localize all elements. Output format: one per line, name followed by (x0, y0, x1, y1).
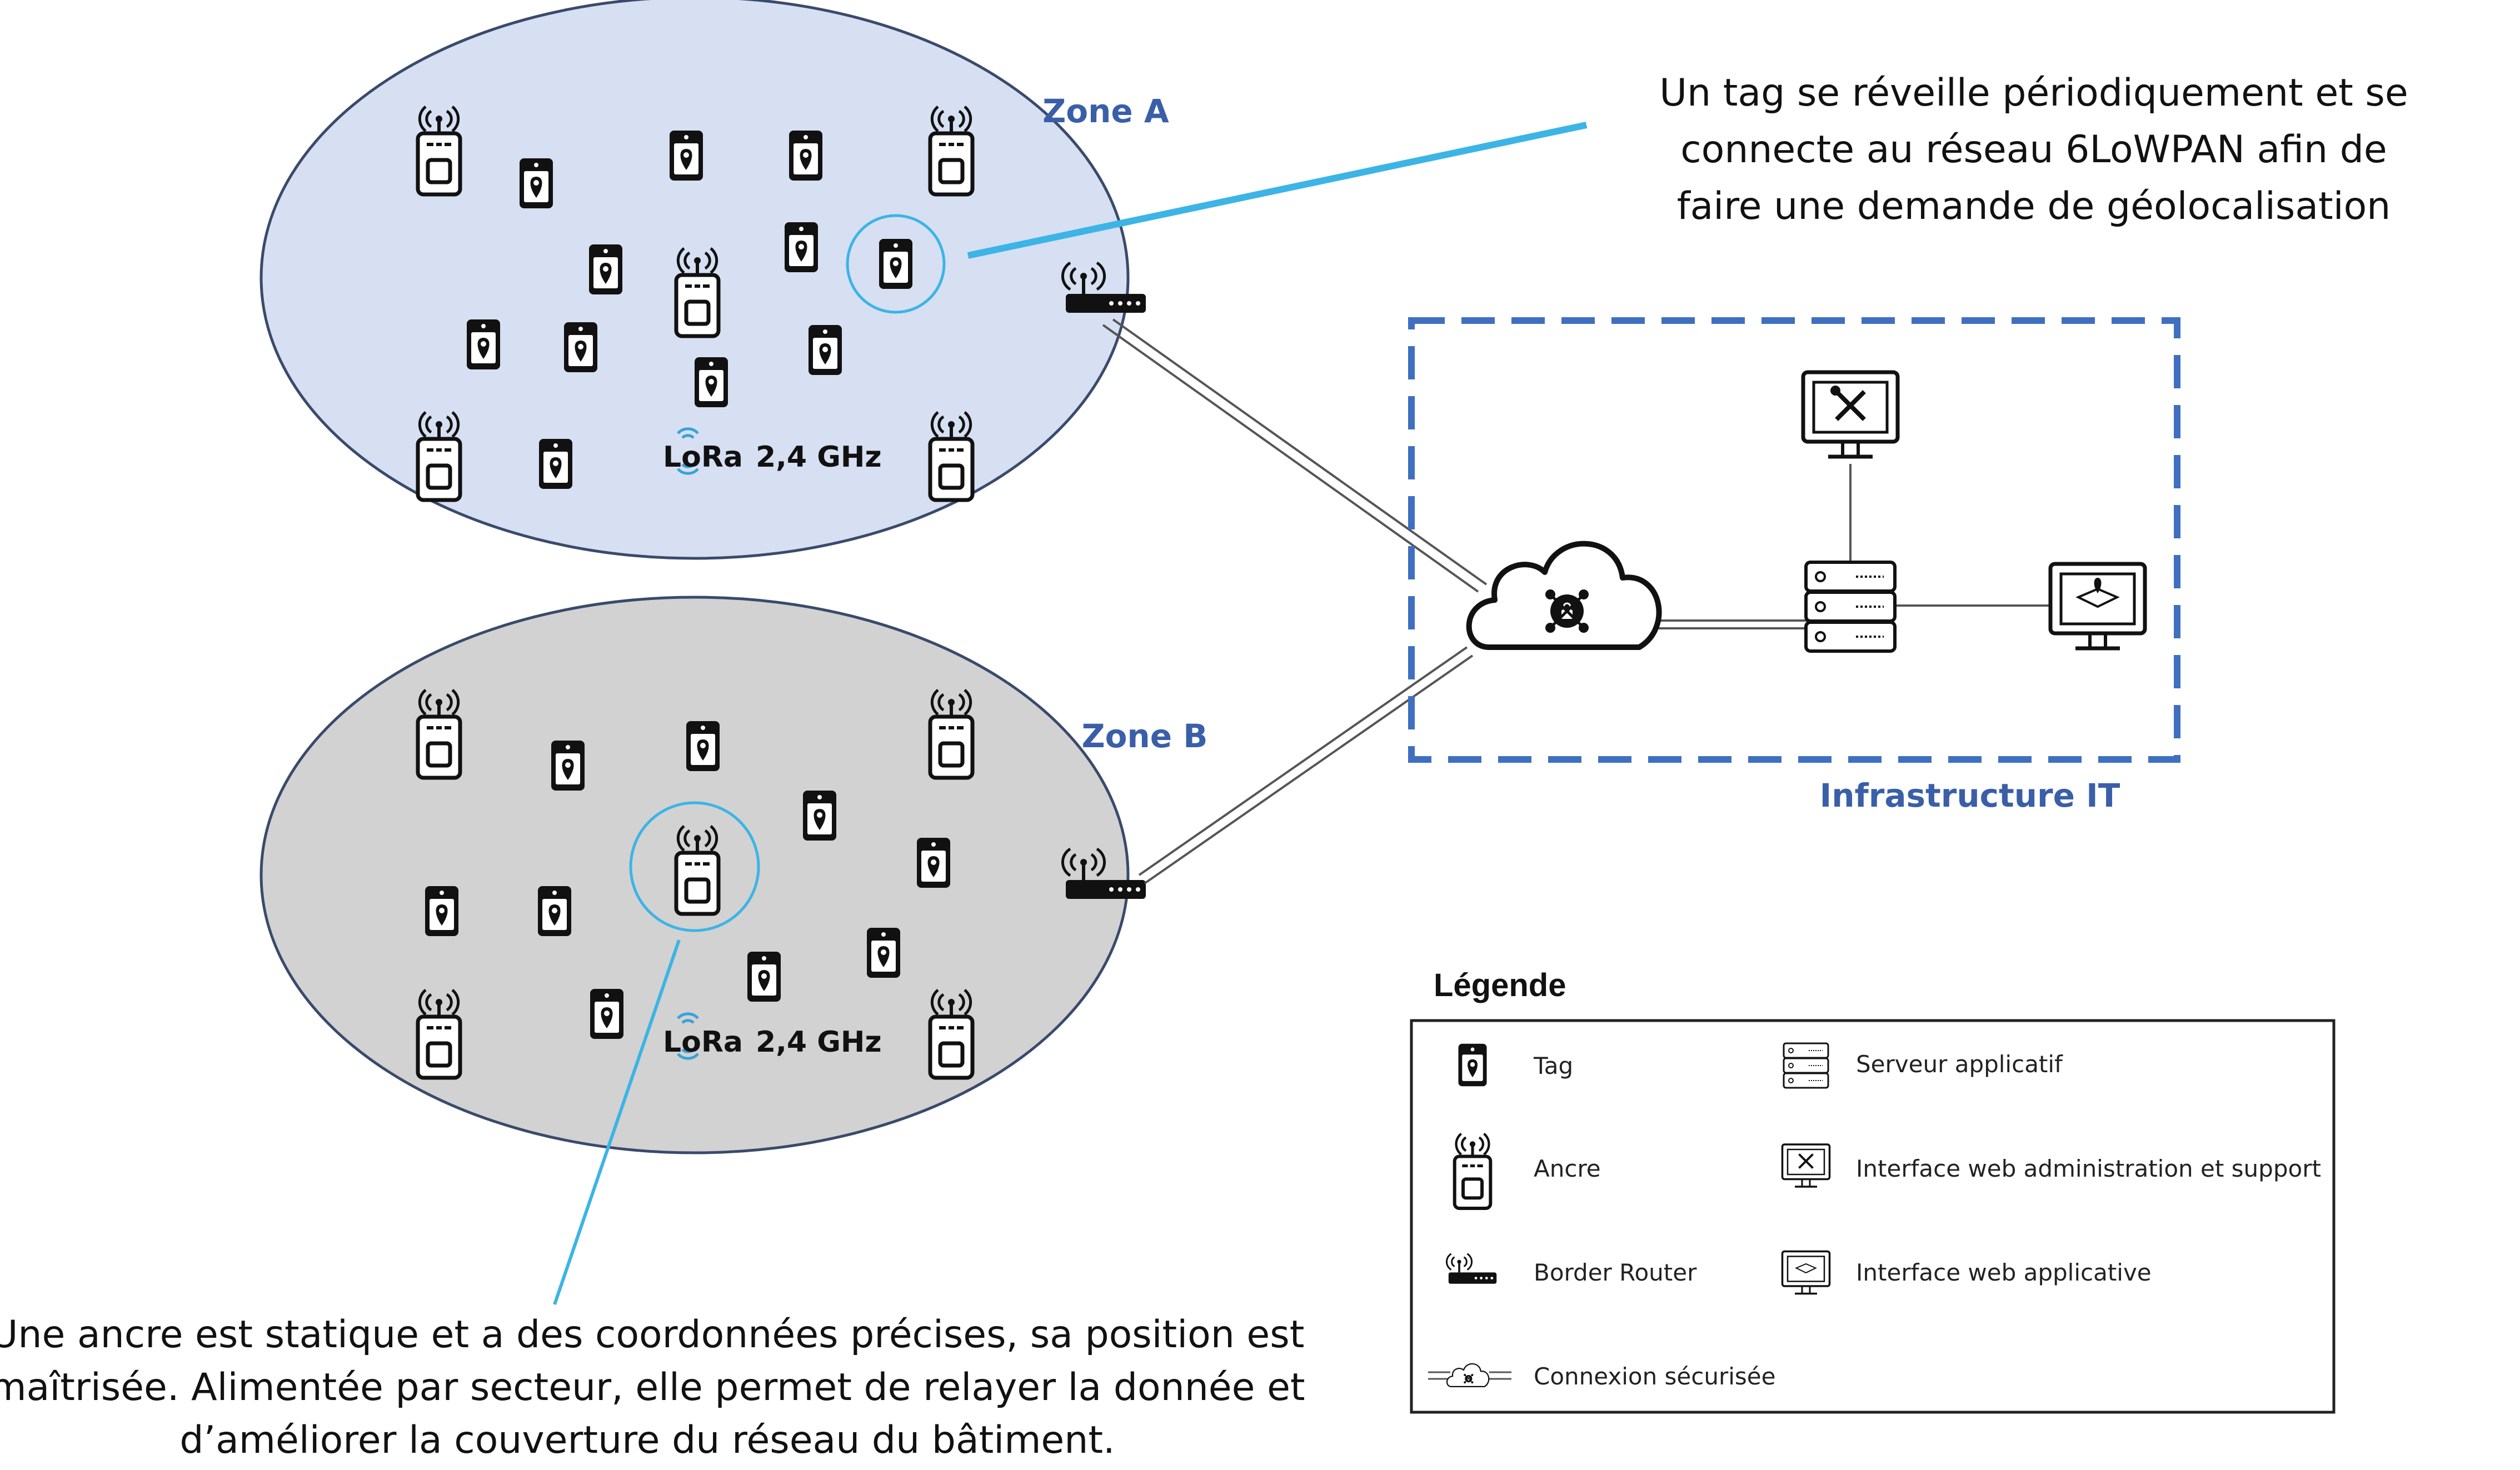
zone-b-label: Zone B (1082, 717, 1208, 755)
infrastructure-border (1408, 317, 2180, 763)
legend-label-router: Border Router (1534, 1259, 1697, 1286)
anchor-callout-line-1: Une ancre est statique et a des coordonn… (0, 1313, 1304, 1357)
tag-highlight-ring (846, 214, 946, 314)
tag-icon (551, 741, 585, 791)
anchor-callout-line (553, 939, 681, 1305)
tag-icon (789, 131, 822, 181)
tag-icon (1458, 1043, 1487, 1087)
server-icon (1783, 1042, 1829, 1089)
legend-label-server: Serveur applicatif (1856, 1051, 2063, 1078)
tag-callout-line-1: Un tag se réveille périodiquement et se (1659, 71, 2408, 115)
map-monitor-icon (1781, 1250, 1831, 1295)
tag-callout-line (967, 122, 1588, 259)
legend-title: Légende (1434, 967, 1566, 1003)
zone-a: Zone A LoRa 2,4 GHz (260, 0, 1169, 560)
anchor-callout-line-3: d’améliorer la couverture du réseau du b… (179, 1418, 1115, 1462)
secure-links (1102, 318, 1488, 884)
tag-icon (867, 928, 900, 978)
tag-callout-line-3: faire une demande de géolocalisation (1677, 184, 2391, 228)
legend-label-map: Interface web applicative (1856, 1259, 2152, 1286)
tag-icon (695, 357, 728, 407)
legend-label-cloud: Connexion sécurisée (1534, 1363, 1775, 1390)
lora-frequency-a: 2,4 GHz (756, 441, 882, 474)
admin-monitor-icon (1781, 1143, 1831, 1188)
tag-icon (520, 158, 553, 208)
tag-icon (747, 952, 781, 1002)
zone-b: Zone B LoRa 2,4 GHz (260, 596, 1208, 1154)
tag-icon (564, 322, 597, 372)
secure-cloud-icon (1428, 1363, 1511, 1387)
tag-icon (785, 222, 818, 272)
tag-icon (686, 721, 720, 771)
tag-icon (670, 131, 703, 181)
tag-icon (803, 791, 836, 841)
lora-frequency-b: 2,4 GHz (756, 1026, 882, 1059)
tag-icon (809, 325, 842, 375)
admin-monitor-icon (1803, 372, 1898, 457)
tag-icon (590, 989, 623, 1039)
tag-icon (425, 886, 458, 936)
infrastructure-label: Infrastructure IT (1820, 777, 2120, 814)
tag-icon (467, 319, 500, 369)
legend-label-anchor: Ancre (1534, 1155, 1601, 1182)
anchor-callout-line-2: maîtrisée. Alimentée par secteur, elle p… (0, 1366, 1305, 1409)
server-icon (1806, 562, 1895, 651)
legend: Légende Tag Serveur applicatif Ancre Int… (1410, 967, 2336, 1414)
zone-a-label: Zone A (1042, 92, 1169, 130)
tag-icon (879, 239, 912, 289)
tag-icon (917, 838, 950, 888)
infrastructure-it: Infrastructure IT (1408, 317, 2180, 814)
lora-protocol-b: LoRa (663, 1026, 743, 1059)
tag-icon (589, 244, 622, 294)
tag-icon (539, 439, 572, 489)
legend-box (1410, 1019, 2336, 1414)
lora-protocol-a: LoRa (663, 441, 743, 474)
tag-icon (538, 886, 571, 936)
map-monitor-icon (2050, 564, 2145, 648)
legend-label-admin: Interface web administration et support (1856, 1155, 2321, 1182)
anchor-highlight-ring (629, 801, 760, 932)
secure-cloud-icon (1469, 544, 1659, 647)
legend-label-tag: Tag (1533, 1052, 1573, 1079)
tag-callout-line-2: connecte au réseau 6LoWPAN afin de (1680, 128, 2387, 172)
